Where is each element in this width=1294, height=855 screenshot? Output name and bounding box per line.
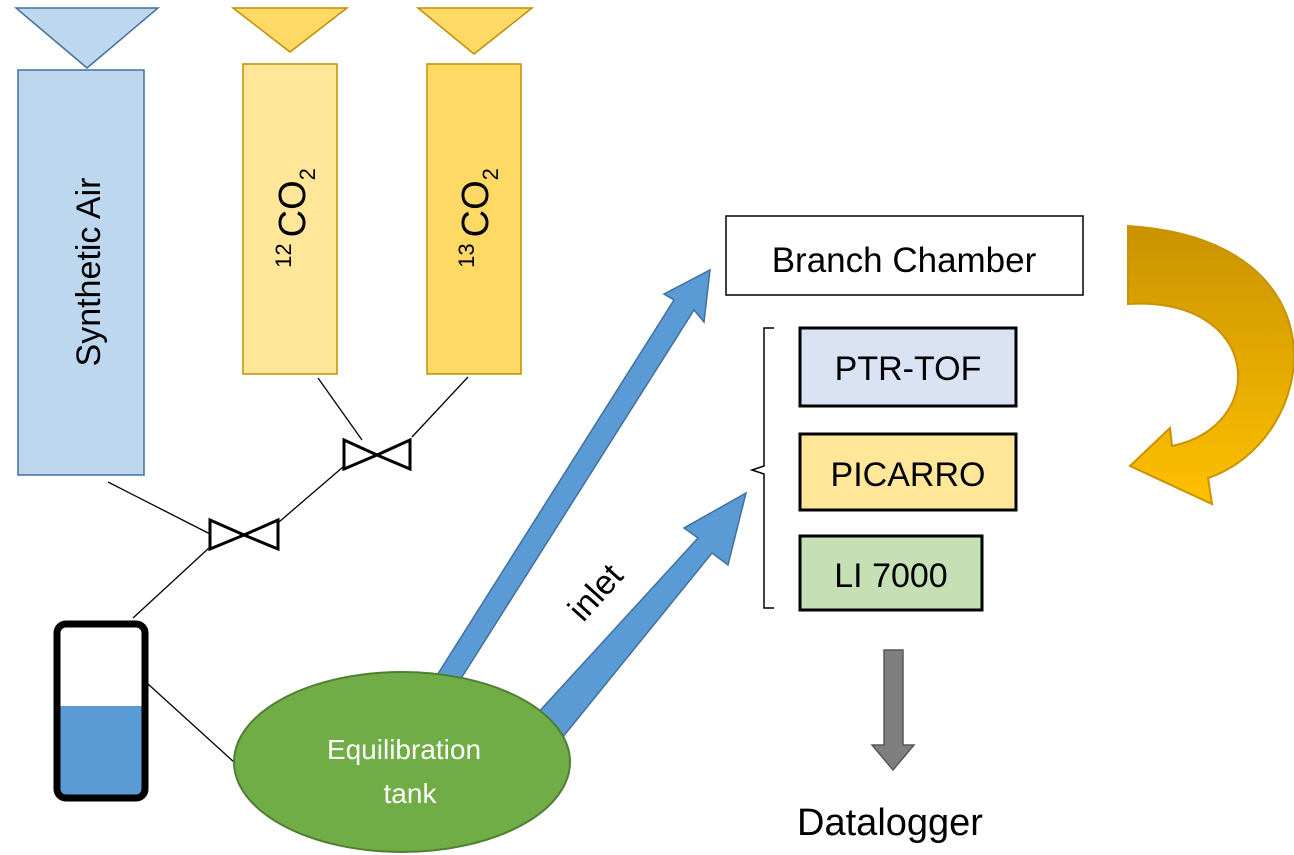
- synthetic-air-body: [17, 69, 145, 476]
- valve-icon: [342, 437, 412, 472]
- equilibration-tank: Equilibration tank: [233, 671, 571, 853]
- co2-13-cylinder: 13 CO2: [415, 7, 535, 375]
- co2-13-subscript: 2: [478, 168, 503, 180]
- co2-13-formula: CO: [455, 180, 497, 237]
- co2-12-mass-number: 12: [271, 243, 296, 267]
- instrument-picarro: PICARRO: [798, 432, 1018, 512]
- branch-chamber-box: Branch Chamber: [725, 215, 1084, 296]
- down-arrow-to-datalogger: [870, 649, 916, 772]
- co2-13-label: 13 CO2: [454, 168, 503, 268]
- curved-return-arrow: [1127, 224, 1294, 506]
- inlet-arrow: [534, 491, 748, 740]
- equilibration-tank-line1: Equilibration: [327, 734, 481, 765]
- instrument-li-7000: LI 7000: [798, 534, 984, 612]
- synthetic-air-valve-cap: [13, 7, 161, 69]
- equilibration-tank-line2: tank: [384, 778, 438, 809]
- co2-12-body: [242, 63, 338, 375]
- datalogger-label: Datalogger: [797, 802, 983, 844]
- co2-13-body: [426, 63, 522, 375]
- co2-12-cylinder: 12 CO2: [230, 7, 350, 375]
- li-7000-label: LI 7000: [834, 557, 947, 595]
- picarro-label: PICARRO: [831, 456, 986, 494]
- gas-lines: [107, 376, 469, 764]
- ptr-tof-label: PTR-TOF: [835, 350, 982, 388]
- water-level: [59, 706, 142, 796]
- co2-12-label: 12 CO2: [271, 168, 320, 268]
- co2-12-subscript: 2: [295, 168, 320, 180]
- valve-icon: [208, 517, 280, 552]
- bottle-outline: [53, 620, 149, 802]
- co2-12-formula: CO: [272, 180, 314, 237]
- inlet-label: inlet: [561, 556, 631, 628]
- co2-12-valve-cap: [230, 7, 350, 53]
- synthetic-air-label: Synthetic Air: [70, 178, 108, 367]
- water-bottle: [53, 620, 149, 802]
- instrument-ptr-tof: PTR-TOF: [798, 326, 1018, 408]
- flow-arrow-to-branch-chamber: [426, 268, 711, 689]
- co2-13-mass-number: 13: [454, 243, 479, 267]
- instrument-bracket: [749, 327, 774, 609]
- branch-chamber-label: Branch Chamber: [772, 241, 1037, 280]
- co2-13-valve-cap: [415, 7, 535, 55]
- synthetic-air-cylinder: Synthetic Air: [13, 7, 161, 476]
